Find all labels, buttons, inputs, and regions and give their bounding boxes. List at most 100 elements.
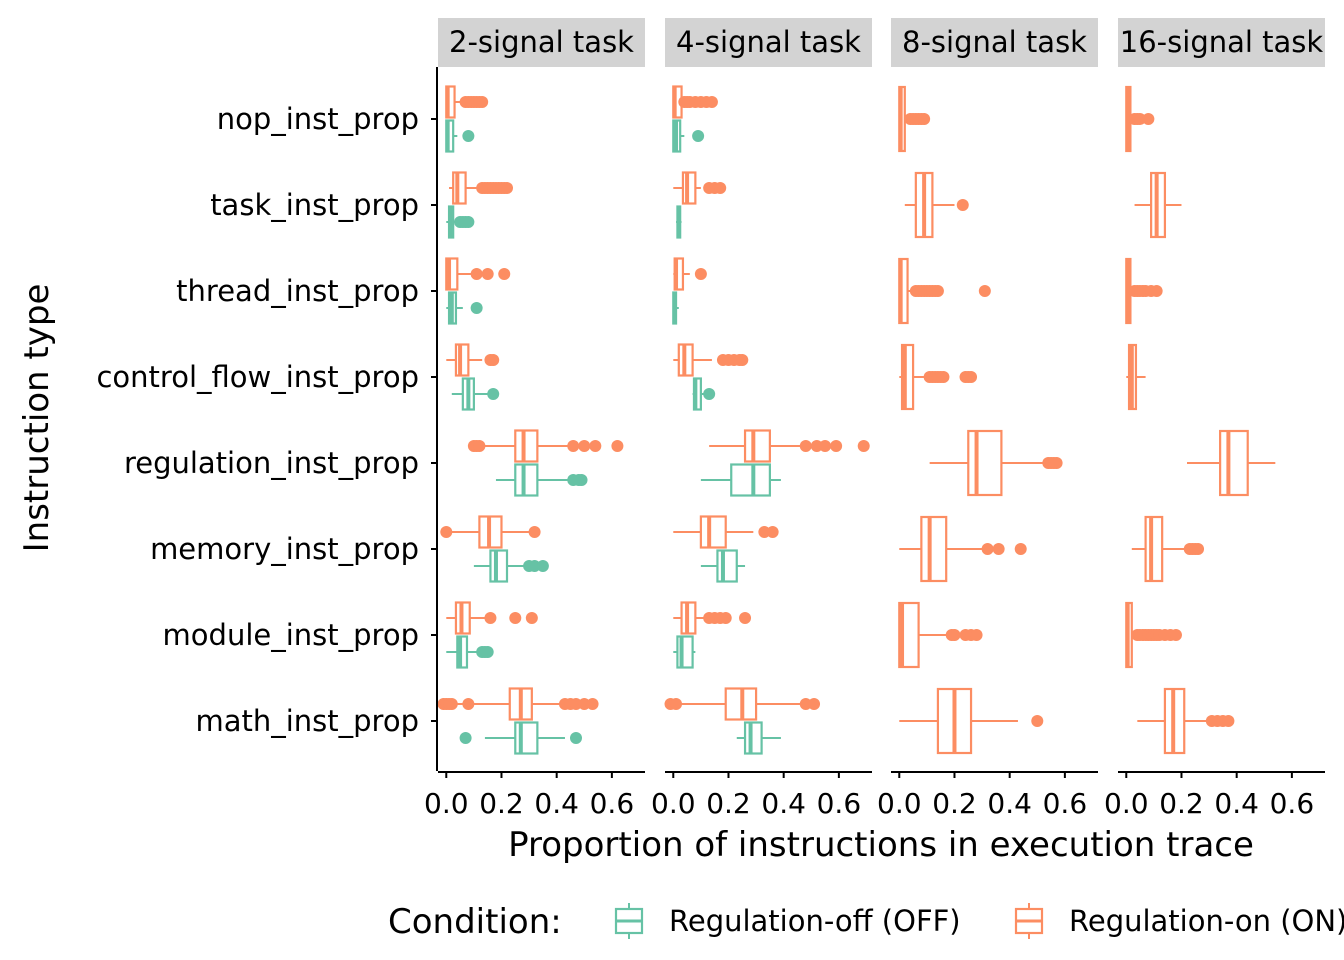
box-on [673, 515, 779, 549]
outlier-point [719, 612, 732, 624]
legend-item-label: Regulation-on (ON) [1069, 904, 1344, 938]
box-on [1125, 601, 1182, 669]
outlier-point [570, 732, 582, 744]
x-tick-label: 0.0 [424, 787, 469, 820]
outlier-point [692, 130, 705, 142]
outlier-point [536, 560, 549, 572]
outlier-point [758, 526, 771, 538]
outlier-point [459, 732, 472, 744]
box-iqr [514, 463, 539, 497]
outlier-point [918, 113, 931, 125]
outlier-point [476, 96, 489, 108]
outlier-point [799, 698, 812, 710]
box-off [446, 205, 475, 239]
outlier-point [484, 612, 497, 624]
box-on [898, 601, 983, 669]
box-on [673, 171, 727, 205]
box-iqr [716, 549, 738, 583]
box-iqr [900, 343, 915, 411]
box-on [446, 601, 538, 635]
x-tick-label: 0.4 [534, 787, 579, 820]
outlier-point [810, 440, 823, 452]
box-on [449, 171, 513, 205]
box-iqr [454, 343, 470, 377]
facet-strip-label: 4-signal task [676, 25, 861, 59]
x-tick-label: 0.4 [761, 787, 806, 820]
y-tick-label: nop_inst_prop [217, 102, 419, 136]
y-axis: nop_inst_proptask_inst_propthread_inst_p… [96, 67, 438, 771]
box-on [1131, 515, 1205, 583]
box-on [446, 343, 500, 377]
box-on [1187, 429, 1276, 497]
box-on [709, 429, 870, 463]
box-iqr [445, 257, 459, 291]
outlier-point [528, 526, 541, 538]
y-tick-label: thread_inst_prop [176, 274, 419, 308]
outlier-point [965, 371, 978, 383]
box-iqr [743, 721, 763, 755]
box-iqr [681, 171, 697, 205]
box-iqr [898, 601, 920, 669]
outlier-point [739, 612, 752, 624]
outlier-point [970, 629, 983, 641]
box-off [736, 721, 781, 755]
box-on [904, 171, 969, 239]
box-iqr [456, 635, 469, 669]
outlier-point [445, 698, 458, 710]
outlier-point [470, 302, 483, 314]
outlier-point [1150, 285, 1163, 297]
outlier-point [1031, 715, 1044, 727]
outlier-point [528, 560, 541, 572]
box-on [1125, 85, 1155, 153]
box-off [700, 463, 781, 497]
box-iqr [1219, 429, 1249, 497]
box-off [446, 635, 494, 669]
box-off [672, 291, 679, 325]
outlier-point [703, 388, 716, 400]
outlier-point [819, 440, 832, 452]
box-on [929, 429, 1063, 497]
box-off [495, 463, 588, 497]
x-tick-label: 0.2 [706, 787, 751, 820]
outlier-point [440, 526, 453, 538]
outlier-point [1222, 715, 1235, 727]
box-on [445, 257, 511, 291]
outlier-point [992, 543, 1005, 555]
legend-item-label: Regulation-off (OFF) [669, 904, 961, 938]
outlier-point [586, 698, 599, 710]
x-tick-label: 0.0 [651, 787, 696, 820]
outlier-point [1050, 457, 1063, 469]
box-iqr [514, 721, 539, 755]
box-iqr [514, 429, 539, 463]
outlier-point [857, 440, 870, 452]
outlier-point [578, 440, 591, 452]
facet-strip-label: 2-signal task [449, 25, 634, 59]
box-off [445, 119, 475, 153]
outlier-point [931, 285, 944, 297]
box-iqr [743, 429, 771, 463]
outlier-point [948, 629, 961, 641]
y-tick-label: math_inst_prop [195, 704, 419, 738]
box-off [673, 635, 696, 669]
box-on [1137, 687, 1235, 755]
outlier-point [937, 371, 950, 383]
x-tick-label: 0.0 [877, 787, 922, 820]
x-tick-label: 0.2 [1159, 787, 1204, 820]
facet-strip [665, 18, 872, 67]
box-on [899, 515, 1027, 583]
outlier-point [830, 440, 843, 452]
outlier-point [978, 285, 991, 297]
box-on [898, 85, 931, 153]
box-on [664, 687, 821, 721]
box-on [673, 343, 749, 377]
box-off [473, 549, 549, 583]
facet-strip-label: 8-signal task [902, 25, 1087, 59]
facet-strip [438, 18, 645, 67]
box-off [692, 377, 716, 411]
box-off [459, 721, 582, 755]
facet-strip-label: 16-signal task [1120, 25, 1324, 59]
